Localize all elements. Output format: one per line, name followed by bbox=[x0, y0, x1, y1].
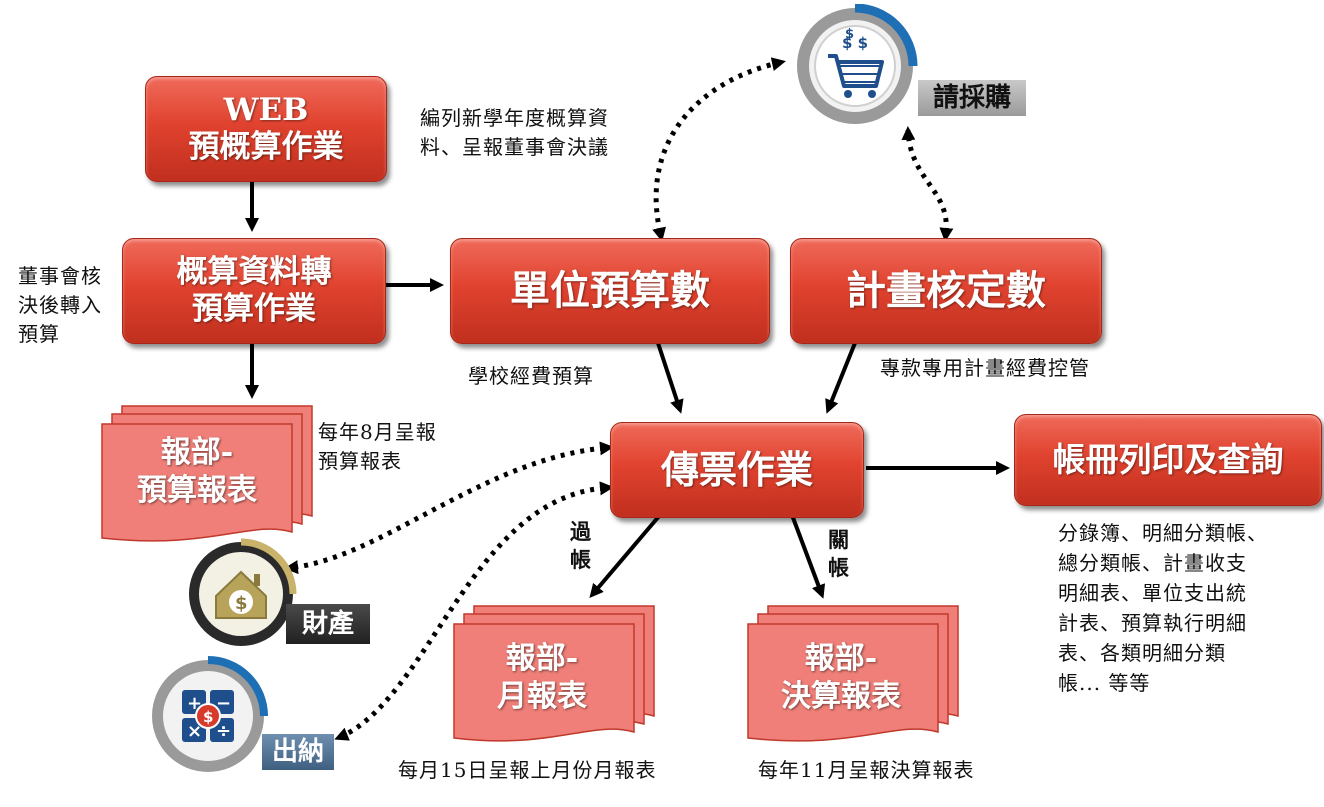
ledger-list-line5: 表、各類明細分類 bbox=[1058, 641, 1226, 665]
board-note-line3: 預算 bbox=[18, 322, 60, 346]
ledger-list-note: 分錄簿、明細分類帳、 總分類帳、計畫收支 明細表、單位支出統 計表、預算執行明細… bbox=[1058, 518, 1268, 698]
svg-text:$: $ bbox=[203, 708, 213, 726]
plan-approved-box: 計畫核定數 bbox=[790, 238, 1102, 344]
report-budget-doc bbox=[101, 405, 313, 542]
nov-report-note: 每年11月呈報決算報表 bbox=[758, 758, 975, 782]
aug-report-note: 每年8月呈報 預算報表 bbox=[318, 418, 437, 476]
dotted-unit-purchase bbox=[652, 57, 786, 242]
house-dollar-icon: $ bbox=[189, 538, 297, 646]
compile-note-line2: 料、呈報董事會決議 bbox=[420, 135, 609, 159]
post-label-line2: 帳 bbox=[570, 547, 591, 573]
ledger-list-line6: 帳... 等等 bbox=[1058, 671, 1151, 695]
post-label: 過 帳 bbox=[570, 518, 591, 575]
svg-text:$ $: $ $ bbox=[842, 34, 868, 52]
arrow-voucher-to-monthly bbox=[589, 513, 662, 599]
ledger-list-line3: 明細表、單位支出統 bbox=[1058, 581, 1247, 605]
compile-note-line1: 編列新學年度概算資 bbox=[420, 106, 609, 130]
ledger-box: 帳冊列印及查詢 bbox=[1014, 414, 1322, 506]
ledger-list-line1: 分錄簿、明細分類帳、 bbox=[1058, 521, 1268, 545]
report-monthly-text: 報部- 月報表 bbox=[452, 640, 632, 715]
compile-note: 編列新學年度概算資 料、呈報董事會決議 bbox=[420, 104, 609, 162]
plan-approved-label: 計畫核定數 bbox=[846, 267, 1046, 315]
svg-text:×: × bbox=[187, 721, 202, 742]
arrow-unit-to-voucher bbox=[656, 342, 684, 414]
report-budget-line2: 預算報表 bbox=[137, 472, 257, 508]
arrow-voucher-to-final bbox=[790, 514, 826, 599]
ledger-label: 帳冊列印及查詢 bbox=[1052, 439, 1284, 479]
voucher-box: 傳票作業 bbox=[610, 422, 864, 518]
unit-budget-label: 單位預算數 bbox=[510, 267, 710, 315]
web-budget-box: WEB 預概算作業 bbox=[145, 76, 387, 182]
web-budget-line1: WEB bbox=[223, 92, 309, 129]
report-final-line1: 報部- bbox=[804, 641, 878, 676]
dotted-voucher-cashier bbox=[334, 481, 614, 741]
ledger-list-line2: 總分類帳、計畫收支 bbox=[1058, 551, 1247, 575]
svg-text:−: − bbox=[216, 693, 231, 714]
report-final-doc bbox=[747, 605, 959, 742]
board-note: 董事會核 決後轉入 預算 bbox=[18, 262, 102, 349]
calculator-dollar-icon: + − × ÷ $ bbox=[152, 656, 268, 772]
post-label-line1: 過 bbox=[570, 519, 591, 544]
report-budget-text: 報部- 預算報表 bbox=[102, 434, 292, 509]
close-label-line2: 帳 bbox=[828, 555, 849, 581]
report-final-text: 報部- 決算報表 bbox=[746, 640, 936, 715]
transfer-box: 概算資料轉 預算作業 bbox=[122, 238, 386, 344]
aug-report-line1: 每年8月呈報 bbox=[318, 420, 437, 444]
close-label: 關 帳 bbox=[828, 526, 849, 583]
dotted-plan-purchase bbox=[901, 126, 954, 242]
shopping-cart-icon: $ $ $ bbox=[797, 4, 918, 124]
transfer-line2: 預算作業 bbox=[192, 291, 316, 327]
close-label-line1: 關 bbox=[828, 527, 849, 552]
aug-report-line2: 預算報表 bbox=[318, 449, 402, 473]
svg-text:$: $ bbox=[235, 593, 248, 614]
ledger-list-line4: 計表、預算執行明細 bbox=[1058, 611, 1247, 635]
report-monthly-doc bbox=[453, 605, 655, 742]
report-monthly-line1: 報部- bbox=[505, 641, 579, 676]
report-monthly-line2: 月報表 bbox=[497, 678, 587, 714]
property-label: 財產 bbox=[286, 604, 370, 644]
monthly-report-note: 每月15日呈報上月份月報表 bbox=[398, 758, 657, 782]
cashier-label: 出納 bbox=[262, 734, 334, 770]
board-note-line2: 決後轉入 bbox=[18, 293, 102, 317]
transfer-line1: 概算資料轉 bbox=[176, 254, 332, 291]
unit-budget-box: 單位預算數 bbox=[450, 238, 770, 344]
special-funds-note: 專款專用計畫經費控管 bbox=[880, 356, 1090, 380]
school-funds-note: 學校經費預算 bbox=[468, 364, 594, 388]
arrow-plan-to-voucher bbox=[825, 342, 857, 414]
report-budget-line1: 報部- bbox=[160, 435, 234, 470]
svg-text:$: $ bbox=[845, 27, 854, 42]
web-budget-line2: 預概算作業 bbox=[188, 129, 344, 165]
report-final-line2: 決算報表 bbox=[781, 678, 901, 714]
voucher-label: 傳票作業 bbox=[660, 446, 813, 492]
purchase-label: 請採購 bbox=[918, 80, 1026, 116]
svg-text:÷: ÷ bbox=[216, 721, 231, 742]
board-note-line1: 董事會核 bbox=[18, 264, 102, 288]
